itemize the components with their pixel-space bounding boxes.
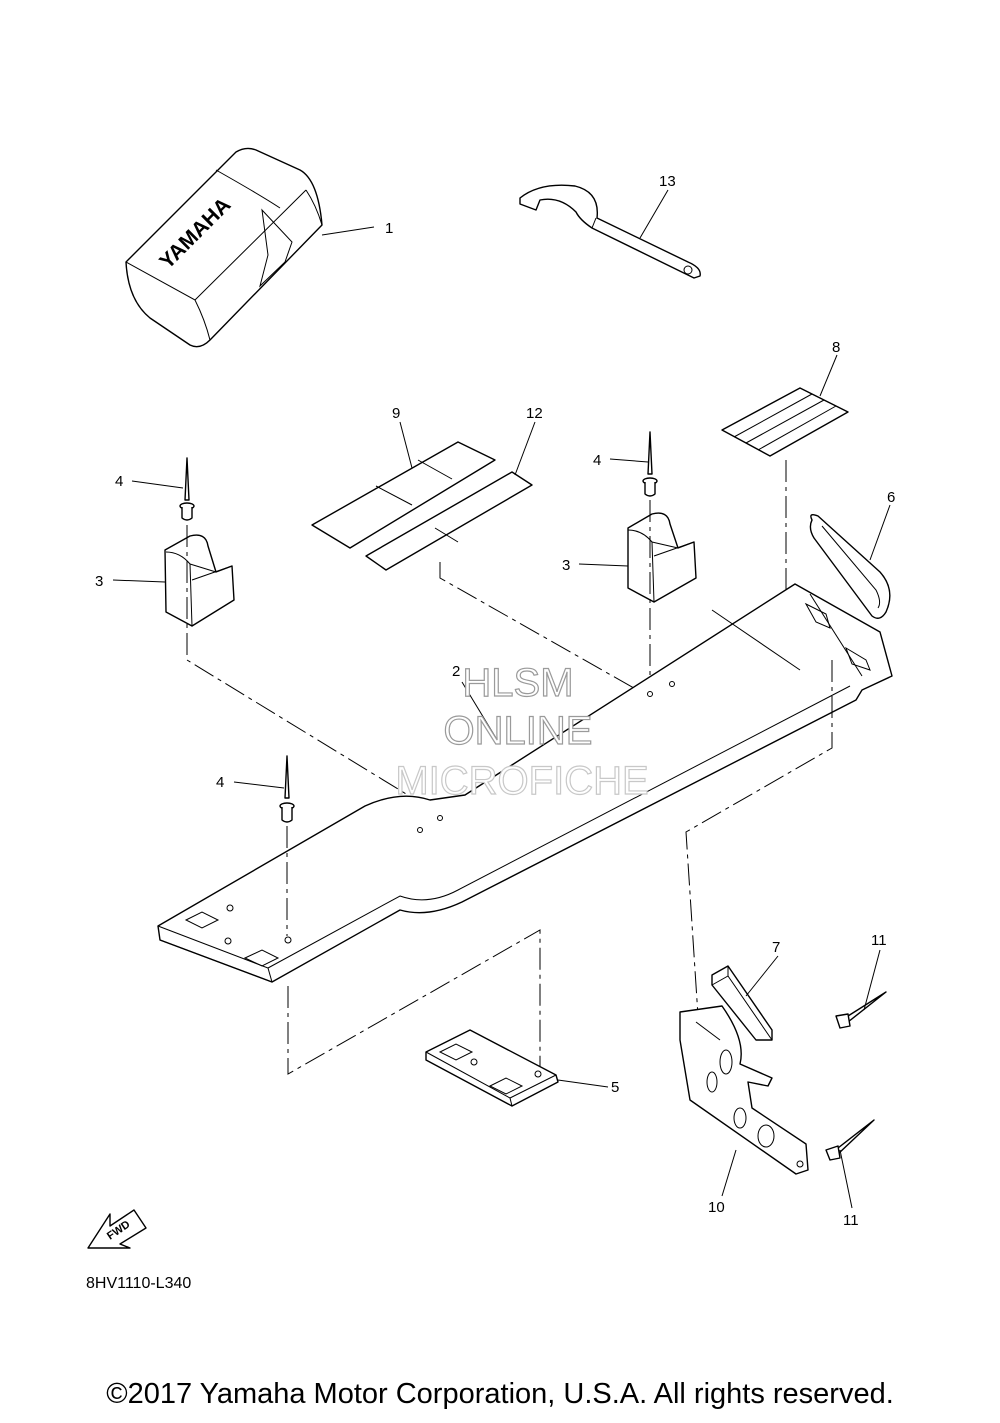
leader-1 [321, 226, 375, 236]
label-part-4-bottom: 4 [216, 774, 224, 791]
guide-line-5 [287, 929, 541, 1075]
spanner-part-13[interactable] [519, 184, 701, 279]
clip-part-6[interactable] [809, 513, 891, 619]
label-part-2: 2 [452, 663, 460, 680]
guard-part-10[interactable] [679, 1005, 809, 1175]
rivet-part-4-left[interactable] [179, 457, 195, 521]
pad-part-8[interactable] [721, 387, 849, 457]
leader-4-left [131, 480, 184, 489]
copyright-notice: ©2017 Yamaha Motor Corporation, U.S.A. A… [106, 1378, 894, 1410]
leader-7 [745, 955, 779, 997]
leader-4-right [609, 458, 649, 463]
label-part-11-top: 11 [871, 932, 887, 949]
main-plate-part-2[interactable] [157, 583, 893, 983]
leader-2 [461, 681, 497, 739]
leader-5 [557, 1079, 609, 1088]
label-sticker-part-12[interactable] [365, 471, 533, 571]
label-part-4-right: 4 [593, 452, 601, 469]
watermark-line-1: HLSM [462, 661, 573, 705]
label-part-12: 12 [526, 405, 543, 422]
label-part-3-left: 3 [95, 573, 103, 590]
bracket-part-3-right[interactable] [627, 512, 697, 603]
label-part-9: 9 [392, 405, 400, 422]
leader-10 [721, 1149, 737, 1197]
label-part-8: 8 [832, 339, 840, 356]
label-part-4-left: 4 [115, 473, 123, 490]
label-part-13: 13 [659, 173, 676, 190]
rivet-part-11-top[interactable] [835, 991, 887, 1029]
bracket-part-3-left[interactable] [164, 534, 235, 627]
rivet-part-4-bottom[interactable] [279, 755, 295, 823]
watermark-line-3: MICROFICHE [395, 759, 648, 803]
leader-12 [514, 421, 536, 476]
leader-3-left [112, 579, 166, 583]
label-part-5: 5 [611, 1079, 619, 1096]
rivet-part-4-right[interactable] [642, 431, 658, 497]
label-sticker-part-9[interactable] [311, 441, 496, 549]
drawing-code: 8HV1110-L340 [86, 1275, 191, 1292]
label-part-6: 6 [887, 489, 895, 506]
label-part-3-right: 3 [562, 557, 570, 574]
fwd-arrow-icon: FWD [87, 1209, 147, 1249]
label-part-7: 7 [772, 939, 780, 956]
leader-13 [639, 189, 669, 239]
rivet-part-11-bottom[interactable] [825, 1119, 875, 1161]
plate-part-5[interactable] [425, 1029, 559, 1107]
tool-case-part-1[interactable]: YAMAHA [125, 147, 323, 348]
leader-4-bottom [233, 781, 285, 789]
leader-11-top [863, 949, 881, 1011]
guide-line-10 [685, 660, 833, 1017]
leader-3-right [578, 563, 629, 567]
watermark-line-2: ONLINE [444, 709, 593, 753]
label-part-10: 10 [708, 1199, 725, 1216]
leader-9 [399, 421, 413, 469]
leader-8 [819, 354, 838, 397]
leader-6 [869, 504, 891, 561]
label-part-11-bottom: 11 [843, 1212, 859, 1229]
damper-part-7[interactable] [711, 965, 773, 1041]
leader-11-bottom [839, 1149, 853, 1209]
label-part-1: 1 [385, 220, 393, 237]
watermark: HLSM ONLINE MICROFICHE [395, 660, 650, 803]
